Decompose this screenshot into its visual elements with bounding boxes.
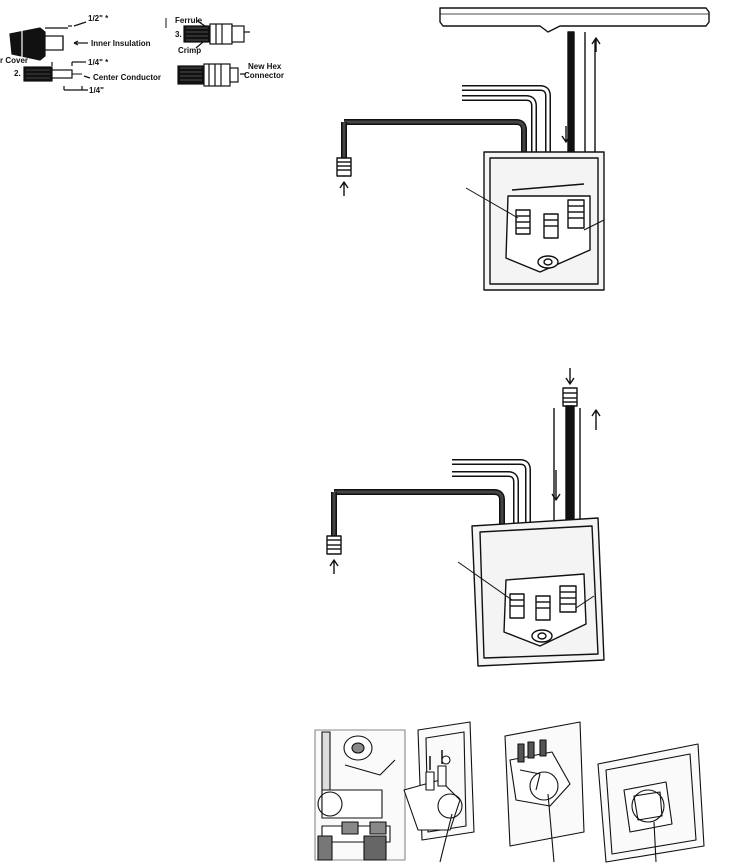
inner-insulation-label: Inner Insulation xyxy=(91,39,151,48)
step2-number: 2. xyxy=(14,69,21,78)
detail-sketch-3 xyxy=(504,721,585,863)
step3-number: 3. xyxy=(175,30,182,39)
detail-sketch-1 xyxy=(314,729,406,861)
outer-cover-label: r Cover xyxy=(0,56,29,65)
half-inch-label: 1/2" * xyxy=(88,14,109,23)
new-hex-label-line2: Connector xyxy=(244,71,284,80)
ferrule-label: Ferrule xyxy=(175,16,203,25)
detail-sketch-4 xyxy=(597,743,705,863)
center-conductor-label: Center Conductor xyxy=(93,73,161,82)
new-hex-label-line1: New Hex xyxy=(248,62,282,71)
detail-sketch-2 xyxy=(403,721,475,863)
quarter-inch-top-label: 1/4" * xyxy=(88,58,109,67)
crimp-label: Crimp xyxy=(178,46,202,55)
quarter-inch-bottom-label: 1/4" xyxy=(89,86,104,95)
step1-number: 1. xyxy=(27,39,34,48)
